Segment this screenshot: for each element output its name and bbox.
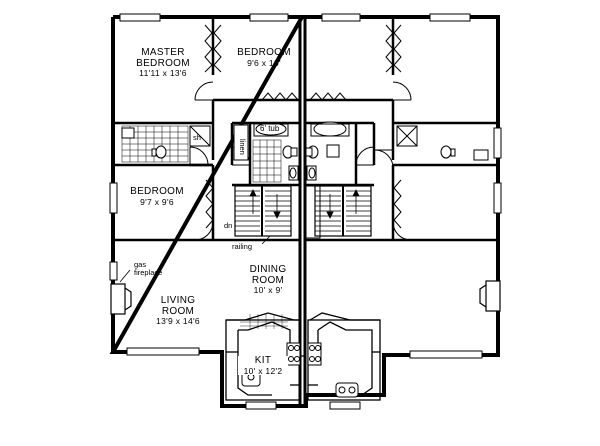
master-bedroom-dims: 11'11 x 13'6 [139, 68, 187, 78]
windows [109, 13, 502, 410]
door-swings [189, 81, 412, 241]
fireplace-text: fireplace [134, 267, 163, 277]
linen-label: linen [238, 139, 247, 155]
closet-doors [204, 24, 402, 229]
dining-room-label: DINING ROOM 10' x 9' [238, 264, 298, 295]
bedroom-left-dims: 9'7 x 9'6 [140, 196, 174, 207]
party-wall [298, 17, 307, 406]
tub-label: 6' tub [260, 124, 280, 133]
railing-pointer [261, 235, 271, 245]
stair-arrows [249, 189, 360, 219]
linen-closet [233, 124, 249, 161]
master-bedroom-name-2: BEDROOM [136, 57, 190, 69]
bedroom-top-name: BEDROOM [237, 47, 291, 58]
kitchen-label: KIT 10' x 12'2 [238, 355, 288, 376]
bedroom-top-label: BEDROOM 9'6 x 10' [226, 47, 302, 68]
gas-text: gas [134, 260, 147, 269]
kitchen-right [307, 312, 381, 401]
dining-room-name-2: ROOM [251, 274, 285, 286]
kitchen-name: KIT [254, 355, 272, 366]
bath-tiles [121, 125, 282, 183]
kitchen-left-range [286, 342, 301, 366]
railing-label: railing [232, 242, 253, 251]
kitchen-right-sink [335, 382, 359, 398]
bedroom-top-dims: 9'6 x 10' [247, 57, 281, 68]
kitchen-dims: 10' x 12'2 [243, 365, 283, 376]
living-room-name-1: LIVING [160, 295, 196, 306]
living-room-label: LIVING ROOM 13'9 x 14'6 [142, 295, 214, 326]
kitchen-right-range [307, 342, 322, 366]
dining-room-name-1: DINING [249, 264, 287, 275]
master-bedroom-label: MASTER BEDROOM 11'11 x 13'6 [124, 47, 202, 78]
down-label: dn [224, 221, 233, 230]
kitchen-left-tile [240, 314, 288, 329]
bedroom-left-name: BEDROOM [130, 186, 184, 197]
fireplaces [110, 280, 501, 315]
bath-fixtures [121, 121, 489, 239]
gas-label: gas fireplace [134, 261, 162, 277]
shower-label: sh [193, 133, 201, 142]
living-room-dims: 13'9 x 14'6 [156, 316, 200, 326]
living-room-name-2: ROOM [161, 305, 195, 317]
bedroom-left-label: BEDROOM 9'7 x 9'6 [122, 186, 192, 207]
dining-room-dims: 10' x 9' [253, 285, 283, 295]
stairs [234, 185, 372, 237]
gas-pointer [119, 269, 131, 283]
master-bedroom-name-1: MASTER [141, 47, 185, 58]
